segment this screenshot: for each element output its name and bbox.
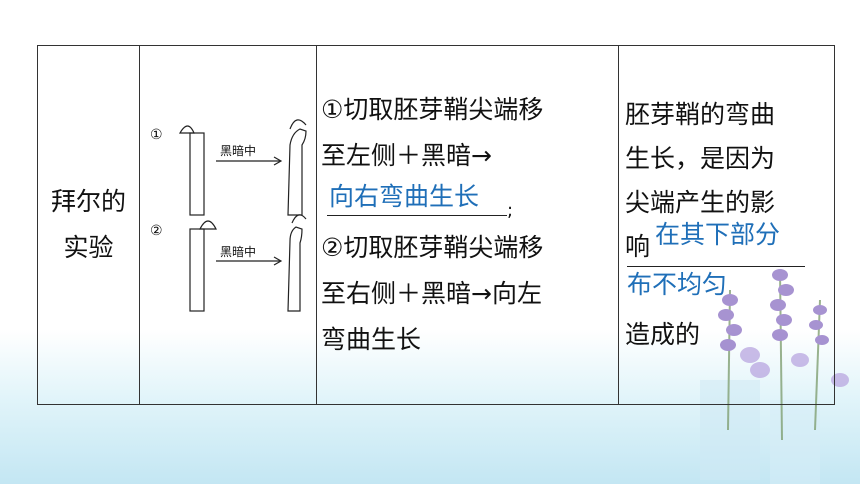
experiment-table: 拜尔的 实验 ① ② 黑暗中 黑暗中 xyxy=(37,45,835,405)
coleoptile-diagram: ① ② 黑暗中 黑暗中 xyxy=(140,105,316,345)
coleoptile-drawing xyxy=(178,119,307,312)
answer-blank-2b[interactable] xyxy=(627,265,805,267)
diagram-marker-2: ② xyxy=(150,223,163,239)
conclusion-cell: 胚芽鞘的弯曲 生长，是因为 尖端产生的影 响 在其下部分 布不均匀 造成的 xyxy=(618,45,835,405)
conclusion-line-2: 生长，是因为 xyxy=(625,144,776,173)
conclusion-line-1: 胚芽鞘的弯曲 xyxy=(625,100,776,129)
experiment-line-2: 至左侧＋黑暗→ xyxy=(321,141,492,170)
table-row: 拜尔的 实验 ① ② 黑暗中 黑暗中 xyxy=(37,45,835,405)
row-label-line-1: 拜尔的 xyxy=(50,187,126,216)
diagram-arrow-label-2: 黑暗中 xyxy=(220,245,257,259)
answer-text-1: 向右弯曲生长 xyxy=(329,182,480,211)
conclusion-line-4-text: 响 xyxy=(625,232,651,261)
experiment-line-6: 弯曲生长 xyxy=(321,325,422,354)
experiment-line-5: 至右侧＋黑暗→向左 xyxy=(321,279,542,308)
answer-suffix: ; xyxy=(507,200,514,221)
answer-blank-1[interactable]: 向右弯曲生长 xyxy=(327,179,507,216)
row-label-cell: 拜尔的 实验 xyxy=(37,45,140,405)
row-label-line-2: 实验 xyxy=(63,233,114,262)
experiment-line-1: ①切取胚芽鞘尖端移 xyxy=(321,95,544,124)
experiment-line-4: ②切取胚芽鞘尖端移 xyxy=(321,233,544,262)
diagram-arrow-label-1: 黑暗中 xyxy=(220,144,257,158)
experiment-line-3: 向右弯曲生长; xyxy=(321,179,614,225)
conclusion-line-6: 造成的 xyxy=(625,320,701,349)
conclusion-line-3: 尖端产生的影 xyxy=(625,188,776,217)
answer-text-2b: 布不均匀 xyxy=(627,270,728,299)
diagram-marker-1: ① xyxy=(150,127,163,143)
conclusion-line-5: 布不均匀 xyxy=(625,266,828,313)
diagram-cell: ① ② 黑暗中 黑暗中 xyxy=(139,45,317,405)
answer-text-2a: 在其下部分 xyxy=(655,220,781,249)
experiment-description-cell: ①切取胚芽鞘尖端移 至左侧＋黑暗→ 向右弯曲生长; ②切取胚芽鞘尖端移 至右侧＋… xyxy=(316,45,619,405)
